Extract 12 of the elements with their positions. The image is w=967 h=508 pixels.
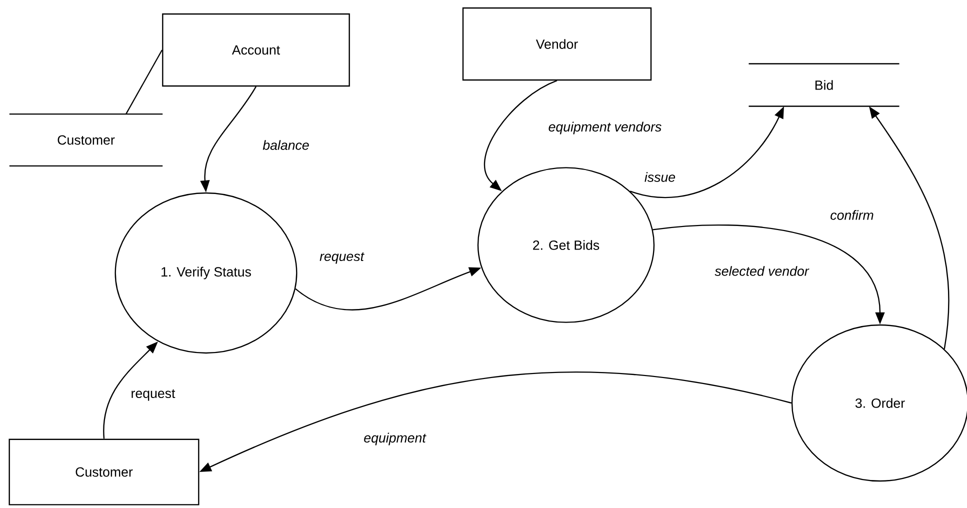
data-store: Bid [748, 63, 900, 107]
edge-label: equipment vendors [546, 120, 664, 136]
entity-box: Customer [8, 438, 200, 506]
edge-label: selected vendor [713, 264, 811, 278]
edge-label: balance [261, 138, 311, 152]
entity-box: Vendor [462, 7, 652, 81]
edge-label: equipment [362, 431, 428, 447]
edge-label: request [318, 250, 366, 266]
entity-box: Account [162, 13, 350, 87]
data-store: Customer [9, 113, 163, 167]
edge-label: request [129, 388, 177, 402]
edge-label: confirm [828, 208, 876, 222]
